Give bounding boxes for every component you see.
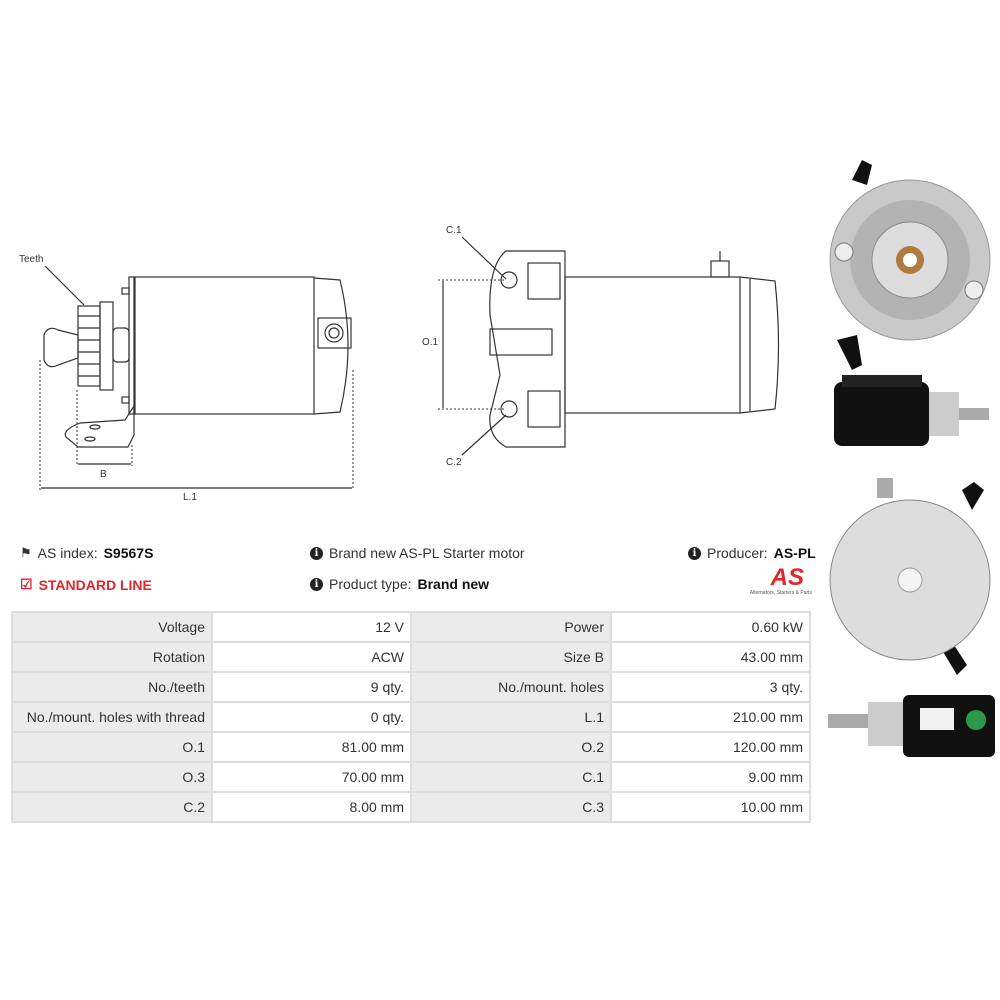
spec-value: 8.00 mm	[211, 791, 412, 823]
spec-label: C.3	[410, 791, 612, 823]
spec-label: No./mount. holes with thread	[11, 701, 213, 733]
l1-dimension-label: L.1	[183, 492, 197, 503]
spec-label: C.1	[410, 761, 612, 793]
spec-value: 10.00 mm	[610, 791, 811, 823]
producer-value: AS-PL	[773, 545, 816, 561]
product-photos	[829, 160, 991, 675]
spec-label: No./mount. holes	[410, 671, 612, 703]
standard-line: ☑ STANDARD LINE	[20, 576, 152, 593]
spec-value: 0.60 kW	[610, 611, 811, 643]
product-type: i Product type: Brand new	[310, 576, 489, 592]
spec-label: Power	[410, 611, 612, 643]
spec-value: ACW	[211, 641, 412, 673]
spec-value: 120.00 mm	[610, 731, 811, 763]
as-index-label: AS index:	[37, 545, 98, 561]
tags-icon: ⚑	[20, 545, 32, 560]
info-icon: i	[310, 577, 323, 591]
logo-mark: AS	[770, 564, 804, 591]
o1-label: O.1	[422, 337, 439, 348]
front-view-drawing: C.1 C.2 O.1	[422, 225, 780, 468]
as-index-value: S9567S	[103, 545, 154, 561]
photo-side-view	[834, 375, 989, 446]
spec-value: 9.00 mm	[610, 761, 811, 793]
spec-label: O.1	[11, 731, 213, 763]
producer-label: Producer:	[707, 545, 768, 561]
spec-value: 70.00 mm	[211, 761, 412, 793]
photo-front-view	[829, 160, 991, 370]
standard-line-label: STANDARD LINE	[38, 576, 152, 593]
description-text: Brand new AS-PL Starter motor	[329, 545, 525, 561]
spec-value: 81.00 mm	[211, 731, 412, 763]
c1-label: C.1	[446, 225, 462, 236]
c2-label: C.2	[446, 457, 462, 468]
info-icon: i	[688, 546, 701, 560]
logo-tagline: Alternators, Starters & Parts	[749, 590, 812, 596]
spec-label: No./teeth	[11, 671, 213, 703]
info-icon: i	[310, 546, 323, 560]
checkbox-icon: ☑	[20, 576, 33, 592]
as-pl-logo: AS Alternators, Starters & Parts	[732, 564, 812, 597]
spec-label: O.2	[410, 731, 612, 763]
side-view-drawing: Teeth B L.1	[19, 254, 354, 503]
spec-value: 12 V	[211, 611, 412, 643]
spec-label: L.1	[410, 701, 612, 733]
spec-label: Size B	[410, 641, 612, 673]
producer: i Producer: AS-PL	[688, 545, 816, 561]
spec-label: C.2	[11, 791, 213, 823]
spec-value: 0 qty.	[211, 701, 412, 733]
teeth-label: Teeth	[19, 254, 43, 265]
spec-value: 210.00 mm	[610, 701, 811, 733]
product-type-value: Brand new	[417, 576, 490, 592]
b-dimension-label: B	[100, 469, 107, 480]
spec-label: Voltage	[11, 611, 213, 643]
spec-label: Rotation	[11, 641, 213, 673]
spec-value: 9 qty.	[211, 671, 412, 703]
spec-value: 3 qty.	[610, 671, 811, 703]
photo-side-view-2	[828, 695, 995, 757]
description: i Brand new AS-PL Starter motor	[310, 545, 525, 561]
photo-rear-view	[829, 478, 991, 675]
spec-value: 43.00 mm	[610, 641, 811, 673]
as-index: ⚑ AS index: S9567S	[20, 545, 153, 561]
product-type-label: Product type:	[329, 576, 412, 592]
spec-label: O.3	[11, 761, 213, 793]
